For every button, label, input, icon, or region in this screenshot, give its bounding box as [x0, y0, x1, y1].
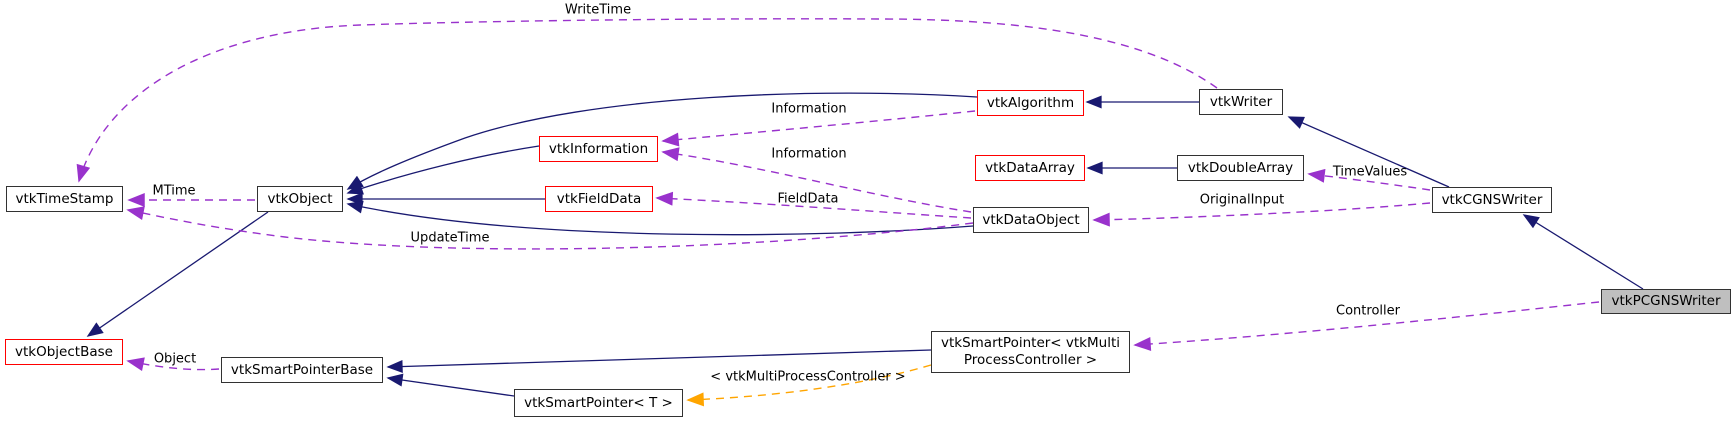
edge-usage-fielddata — [655, 191, 972, 219]
edge-inherit-vtkpcgnswriter-vtkcgnswriter — [1522, 214, 1644, 290]
node-vtkfielddata[interactable]: vtkFieldData — [545, 186, 653, 212]
node-vtkdataobject[interactable]: vtkDataObject — [973, 207, 1089, 233]
edge-inherit-vtkdataobject-vtkobject — [346, 200, 974, 236]
node-vtktimestamp[interactable]: vtkTimeStamp — [6, 186, 123, 212]
edge-usage-information-from-algorithm — [661, 110, 976, 147]
node-vtkpcgnswriter: vtkPCGNSWriter — [1601, 289, 1731, 314]
node-vtkwriter[interactable]: vtkWriter — [1199, 89, 1283, 115]
edge-usage-updatetime — [126, 206, 974, 250]
edge-template-instance — [686, 364, 932, 407]
node-vtkinformation[interactable]: vtkInformation — [539, 136, 658, 162]
edge-inherit-vtkinformation-vtkobject — [346, 145, 540, 195]
node-vtkalgorithm[interactable]: vtkAlgorithm — [977, 90, 1084, 116]
node-vtkdoublearray[interactable]: vtkDoubleArray — [1177, 155, 1304, 181]
node-vtksmartpointer-t[interactable]: vtkSmartPointer< T > — [514, 389, 683, 417]
edge-inherit-vtkobject-vtkobjectbase — [86, 211, 269, 337]
node-vtkobject[interactable]: vtkObject — [257, 186, 343, 212]
edge-inherit-vtksmartpointert-vtksmartpointerbase — [386, 373, 515, 397]
node-label-line1: vtkSmartPointer< vtkMulti — [940, 335, 1120, 352]
node-vtkdataarray[interactable]: vtkDataArray — [975, 155, 1085, 181]
edge-usage-timevalues — [1307, 168, 1431, 191]
edge-usage-object — [126, 357, 220, 372]
edge-usage-originalinput — [1092, 202, 1431, 227]
edge-inherit-vtkcgnswriter-vtkwriter — [1287, 116, 1450, 188]
node-vtksmartpointer-vtkmultiprocesscontroller[interactable]: vtkSmartPointer< vtkMulti ProcessControl… — [931, 331, 1130, 373]
edge-usage-controller — [1133, 301, 1600, 351]
node-vtkcgnswriter[interactable]: vtkCGNSWriter — [1432, 187, 1552, 213]
node-vtkobjectbase[interactable]: vtkObjectBase — [5, 339, 123, 365]
edge-inherit-vtkalgorithm-vtkobject — [346, 92, 978, 190]
node-vtksmartpointerbase[interactable]: vtkSmartPointerBase — [221, 357, 383, 383]
edge-usage-writetime — [76, 18, 1218, 183]
edge-inherit-vtksmartpointermulti-vtksmartpointerbase — [386, 349, 932, 374]
node-label-line2: ProcessController > — [963, 352, 1098, 368]
edge-usage-information-from-dataobject — [661, 147, 972, 213]
